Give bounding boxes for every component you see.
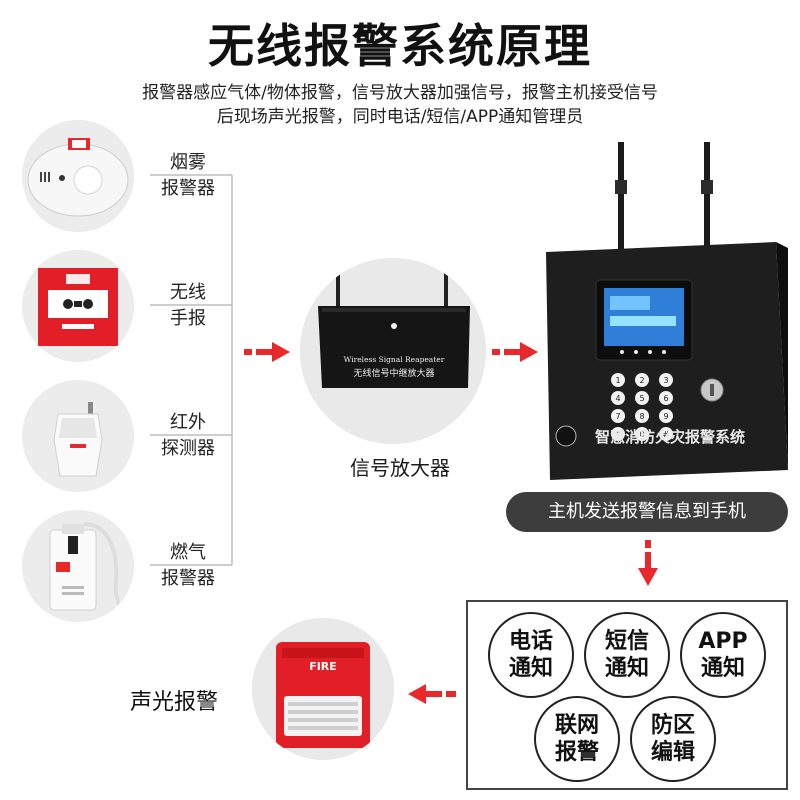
keypad-key-label: 8	[639, 412, 644, 421]
keypad-key-label: 5	[639, 394, 644, 403]
keypad-key	[635, 409, 649, 423]
sensor-label-gas: 燃气 报警器	[148, 540, 228, 592]
keypad-key	[611, 427, 625, 441]
keypad-key	[635, 391, 649, 405]
notify-app: APP 通知	[680, 612, 766, 698]
keypad: 1 2 3 4 5 6 7 8 9 * 0 #	[611, 373, 673, 441]
keypad-key	[659, 373, 673, 387]
antenna-left	[618, 142, 624, 252]
shield-logo-icon	[555, 425, 577, 447]
sensor-label-line: 手报	[170, 308, 206, 329]
notify-sms: 短信 通知	[584, 612, 670, 698]
arrow-right-icon	[244, 342, 290, 362]
fire-label: FIRE	[309, 660, 337, 673]
manual-call-point-image	[22, 250, 134, 362]
keypad-key-label: 4	[615, 394, 620, 403]
sensor-label-line: 红外	[170, 412, 206, 433]
keypad-key-label: 0	[639, 430, 644, 439]
notify-phone: 电话 通知	[488, 612, 574, 698]
sound-light-label: 声光报警	[130, 690, 219, 715]
keypad-key	[635, 373, 649, 387]
subtitle-line-1: 报警器感应气体/物体报警，信号放大器加强信号，报警主机接受信号	[142, 83, 658, 103]
sensor-label-line: 燃气	[170, 542, 206, 563]
sensor-label-smoke: 烟雾 报警器	[148, 150, 228, 202]
infrared-detector-icon	[22, 380, 134, 492]
host-caption-bar: 主机发送报警信息到手机	[506, 492, 788, 532]
alarm-host-device: 1 2 3 4 5 6 7 8 9 * 0 # 智慧消防火灾报警系统	[546, 142, 788, 480]
sensor-label-line: 报警器	[161, 568, 215, 589]
smoke-detector-icon	[22, 120, 134, 232]
notify-sms-text: 短信 通知	[604, 629, 649, 681]
arrow-right-icon	[492, 342, 538, 362]
keypad-key-label: 2	[639, 376, 644, 385]
keypad-key	[659, 409, 673, 423]
sensor-label-manual: 无线 手报	[148, 280, 228, 332]
sensor-label-line: 报警器	[161, 178, 215, 199]
gas-detector-image	[22, 510, 134, 622]
keypad-key	[659, 427, 673, 441]
antenna-right	[704, 142, 710, 252]
arrow-left-icon	[408, 684, 456, 704]
keypad-key	[611, 391, 625, 405]
repeater-text-cn: 无线信号中继放大器	[353, 367, 434, 379]
signal-repeater-icon: Wireless Signal Reapeater 无线信号中继放大器	[300, 258, 486, 444]
manual-call-point-icon	[22, 250, 134, 362]
repeater-label: 信号放大器	[350, 456, 450, 480]
keypad-key	[635, 427, 649, 441]
keypad-key-label: 7	[615, 412, 620, 421]
subtitle-line-2: 后现场声光报警，同时电话/短信/APP通知管理员	[216, 107, 584, 127]
keypad-key-label: 3	[663, 376, 668, 385]
sensor-label-infrared: 红外 探测器	[148, 410, 228, 462]
keypad-key	[611, 373, 625, 387]
notify-network-alarm: 联网 报警	[534, 696, 620, 782]
keypad-key-label: 9	[663, 412, 668, 421]
sensor-label-line: 探测器	[161, 438, 215, 459]
notify-network-text: 联网 报警	[554, 713, 599, 765]
keypad-key-label: 1	[615, 376, 620, 385]
diagram-title: 无线报警系统原理	[208, 19, 592, 73]
repeater-text-en: Wireless Signal Reapeater	[344, 355, 445, 364]
signal-repeater-image: Wireless Signal Reapeater 无线信号中继放大器	[300, 258, 486, 444]
sound-light-alarm-image: FIRE	[252, 618, 394, 760]
keypad-key-label: *	[616, 430, 620, 439]
gas-detector-icon	[22, 510, 134, 622]
sound-light-alarm-icon: FIRE	[252, 618, 394, 760]
smoke-detector-image	[22, 120, 134, 232]
notify-zone-edit: 防区 编辑	[630, 696, 716, 782]
keypad-key-label: 6	[663, 394, 668, 403]
host-panel-text: 智慧消防火灾报警系统	[595, 428, 745, 446]
notify-phone-text: 电话 通知	[508, 629, 553, 681]
keypad-key	[659, 391, 673, 405]
infrared-detector-image	[22, 380, 134, 492]
keypad-key-label: #	[663, 430, 670, 439]
sensor-label-line: 无线	[170, 282, 206, 303]
sensor-label-line: 烟雾	[170, 152, 206, 173]
keypad-key	[611, 409, 625, 423]
notify-app-text: APP 通知	[698, 629, 748, 681]
arrow-down-icon	[638, 540, 658, 586]
notify-zone-text: 防区 编辑	[650, 713, 695, 765]
